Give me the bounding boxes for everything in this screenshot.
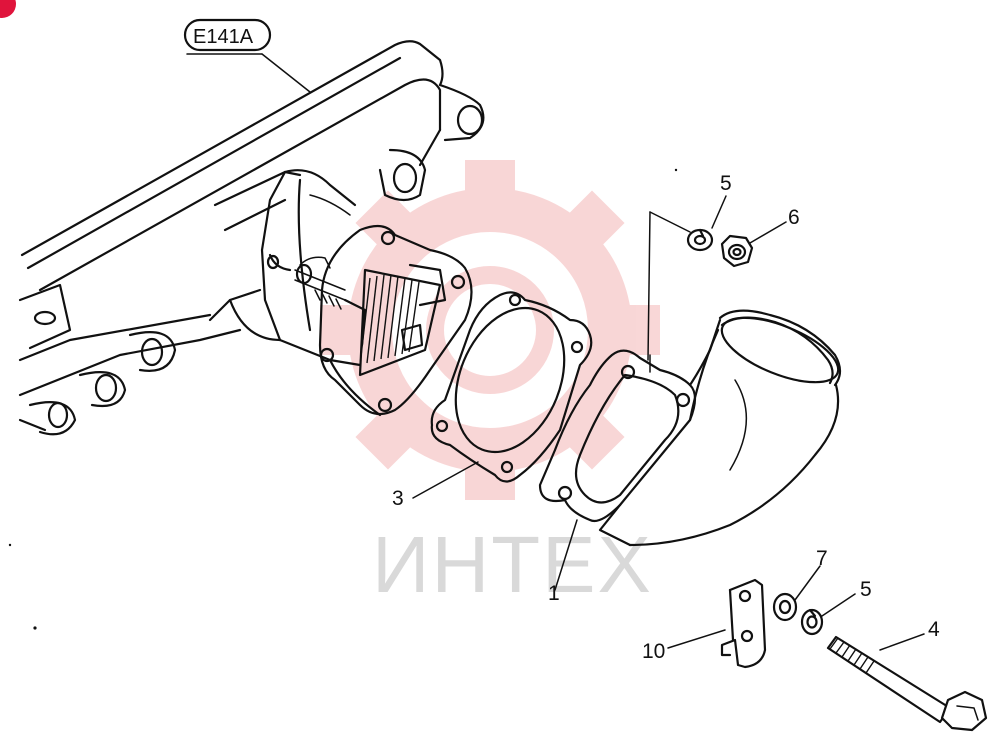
lock-washer-bottom-part-5 xyxy=(800,608,824,636)
watermark-gear-icon xyxy=(320,160,660,500)
bolt-part-4 xyxy=(826,635,988,732)
callout-5-top: 5 xyxy=(720,172,732,195)
exhaust-elbow-part-1 xyxy=(538,309,842,547)
leader-lines xyxy=(412,195,925,651)
callout-6: 6 xyxy=(788,206,800,229)
nut-part-6 xyxy=(720,234,754,268)
callout-labels: 1 3 4 5 5 6 7 10 xyxy=(392,172,940,663)
callout-4: 4 xyxy=(928,618,940,641)
callout-10: 10 xyxy=(642,640,665,663)
callout-5-bottom: 5 xyxy=(860,578,872,601)
turbine-housing xyxy=(228,169,382,417)
gasket-part-3 xyxy=(430,291,593,483)
washer-part-7 xyxy=(772,592,798,622)
watermark-text: ИНТЕХ xyxy=(372,520,653,609)
reference-tag: E141A xyxy=(183,18,311,93)
bracket-part-10 xyxy=(720,578,767,669)
turbine-outlet-flange xyxy=(318,224,473,416)
exhaust-manifold xyxy=(18,40,485,436)
corner-mark xyxy=(0,0,16,18)
callout-1: 1 xyxy=(548,582,560,605)
reference-tag-label: E141A xyxy=(193,26,254,48)
lock-washer-top-part-5 xyxy=(686,228,714,252)
callout-3: 3 xyxy=(392,487,404,510)
callout-7: 7 xyxy=(816,547,828,570)
